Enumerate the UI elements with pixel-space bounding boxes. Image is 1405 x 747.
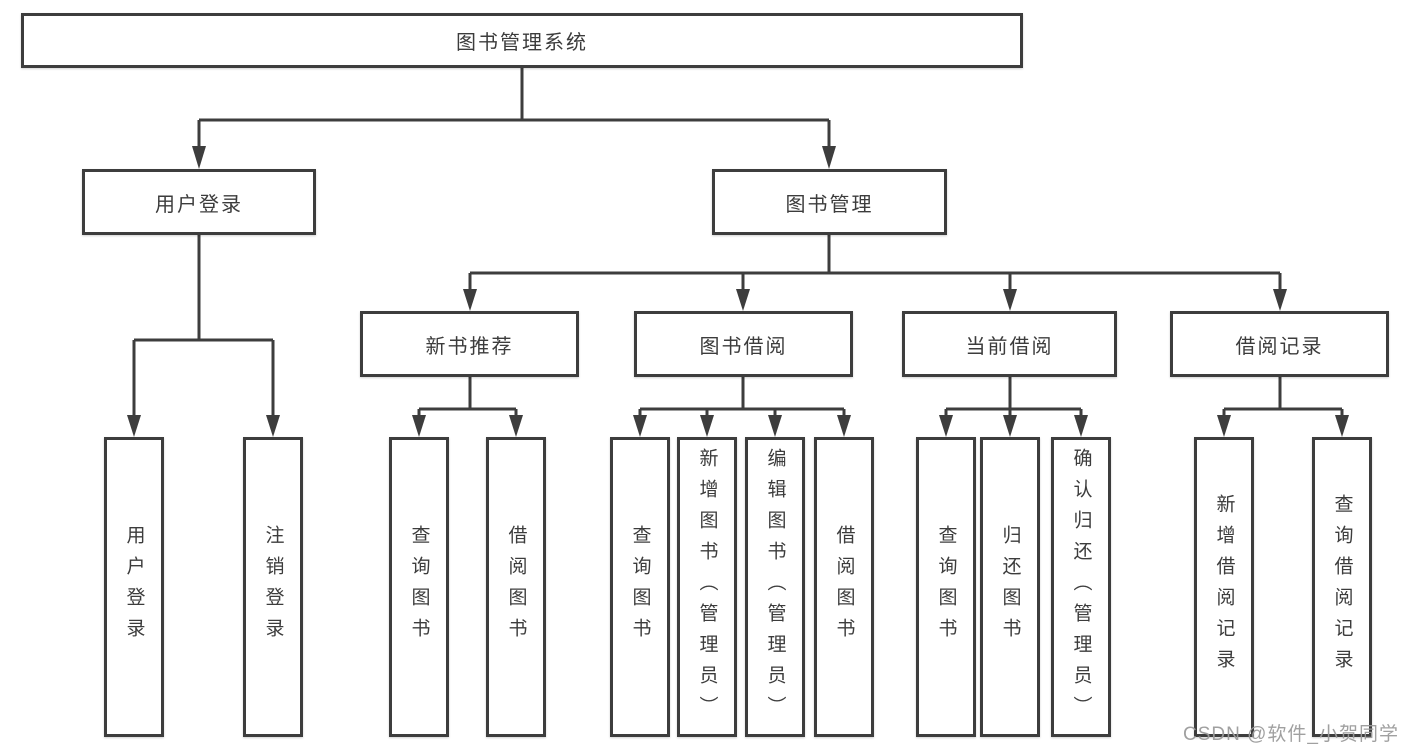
node-book-borrow: 图书借阅	[634, 311, 853, 377]
leaf-confirm-return-admin: 确认归还（管理员）	[1051, 437, 1111, 737]
watermark: CSDN @软件_小贺同学	[1183, 724, 1399, 745]
node-library-system: 图书管理系统	[21, 13, 1023, 68]
leaf-borrow-books-recommend: 借阅图书	[486, 437, 546, 737]
leaf-add-borrow-record: 新增借阅记录	[1194, 437, 1254, 737]
leaf-logout: 注销登录	[243, 437, 303, 737]
leaf-edit-book-admin: 编辑图书（管理员）	[745, 437, 805, 737]
connector-root	[192, 68, 836, 169]
connector-book-borrow	[633, 377, 851, 437]
connector-book-management	[463, 235, 1287, 311]
leaf-borrow-books: 借阅图书	[814, 437, 874, 737]
node-new-book-recommend: 新书推荐	[360, 311, 579, 377]
leaf-query-books-current: 查询图书	[916, 437, 976, 737]
leaf-add-book-admin: 新增图书（管理员）	[677, 437, 737, 737]
leaf-query-borrow-record: 查询借阅记录	[1312, 437, 1372, 737]
leaf-user-login: 用户登录	[104, 437, 164, 737]
leaf-query-books-borrow: 查询图书	[610, 437, 670, 737]
node-current-borrow: 当前借阅	[902, 311, 1117, 377]
connector-borrow-records	[1217, 377, 1349, 437]
node-user-login: 用户登录	[82, 169, 316, 235]
node-borrow-records: 借阅记录	[1170, 311, 1389, 377]
connector-new-book-recommend	[412, 377, 523, 437]
node-book-management: 图书管理	[712, 169, 947, 235]
connector-user-login	[127, 235, 280, 437]
leaf-query-books-recommend: 查询图书	[389, 437, 449, 737]
leaf-return-book: 归还图书	[980, 437, 1040, 737]
connector-current-borrow	[939, 377, 1088, 437]
